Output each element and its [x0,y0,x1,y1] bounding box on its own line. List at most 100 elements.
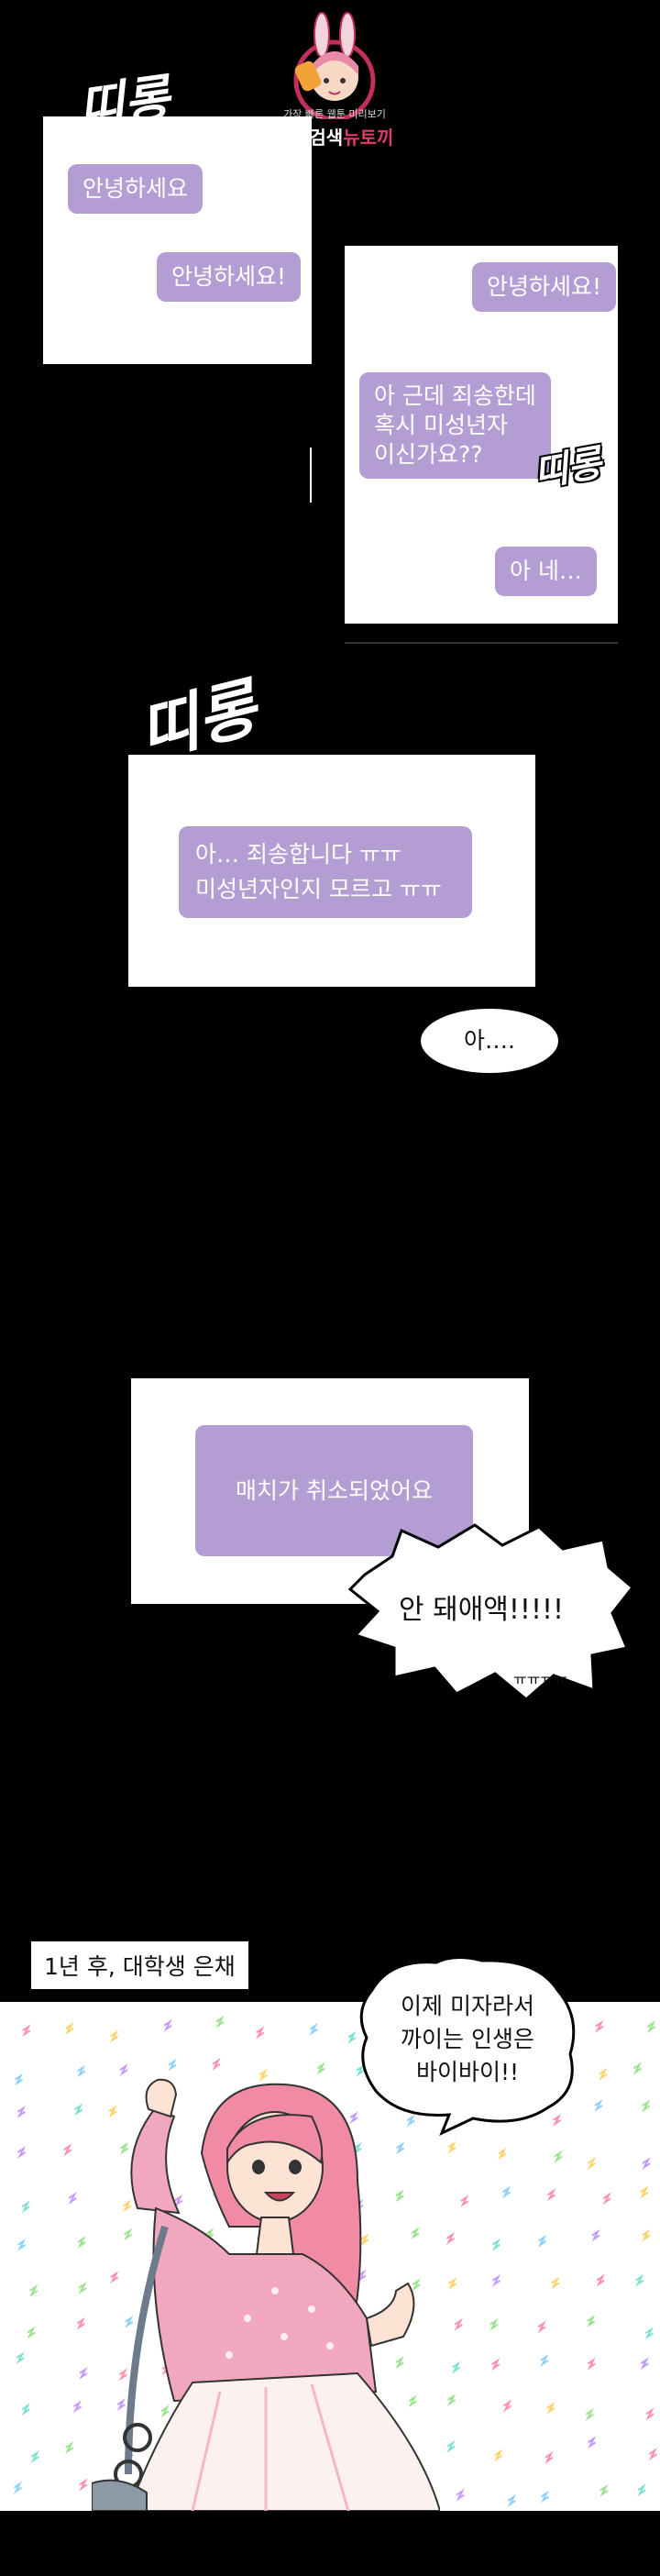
confetti-mark [17,2146,27,2159]
confetti-mark [316,2062,325,2075]
confetti-mark [168,2058,177,2072]
confetti-mark [554,2150,563,2163]
confetti-mark [452,2360,461,2374]
chat-panel-left: 안녕하세요 안녕하세요! [43,116,312,364]
confetti-mark [537,2320,546,2334]
confetti-mark [349,2111,358,2125]
apology-line-2: 미성년자인지 모르고 ㅠㅠ [195,876,442,902]
confetti-mark [79,2367,88,2380]
confetti-mark [22,2024,31,2038]
confetti-mark [29,2284,38,2297]
confetti-mark [491,2358,500,2371]
confetti-mark [494,2449,503,2462]
confetti-mark [502,2399,512,2413]
panel-border-line [345,642,618,644]
confetti-mark [602,2192,611,2206]
confetti-mark [160,2405,170,2418]
apology-line-1: 아… 죄송합니다 ㅠㅠ [195,841,402,868]
speech-bubble-spiky [359,1956,576,2136]
confetti-mark [108,2105,117,2118]
confetti-mark [79,2478,88,2492]
confetti-mark [460,2195,469,2208]
confetti-mark [16,2105,26,2118]
confetti-mark [358,2269,367,2283]
confetti-mark [501,2185,512,2199]
chat-bubble-question: 아 근데 죄송한데 혹시 미성년자 이신가요?? [359,372,551,479]
confetti-mark [63,2143,72,2157]
confetti-mark [16,2351,25,2364]
confetti-mark [163,2018,172,2032]
confetti-mark [212,2057,221,2071]
confetti-mark [353,2141,362,2155]
confetti-mark [587,2357,596,2371]
confetti-mark [448,2277,457,2291]
confetti-mark [594,2099,603,2112]
confetti-mark [646,2020,656,2033]
confetti-mark [587,2157,596,2170]
confetti-mark [17,2238,27,2251]
confetti-mark [110,2271,119,2284]
confetti-mark [77,2236,86,2249]
confetti-mark [215,2015,225,2029]
confetti-mark [21,2200,30,2214]
confetti-mark [412,2278,421,2292]
chat-bubble-apology: 아… 죄송합니다 ㅠㅠ 미성년자인지 모르고 ㅠㅠ [179,826,472,918]
confetti-mark [347,2030,357,2044]
confetti-mark [491,2238,501,2251]
confetti-mark [65,2021,74,2035]
confetti-mark [356,2063,365,2077]
confetti-mark [456,2488,465,2502]
confetti-mark [635,2273,644,2287]
speech-line-3: 바이바이!! [415,2059,520,2085]
confetti-mark [309,2022,318,2036]
confetti-mark [74,2103,83,2117]
confetti-mark [595,2019,604,2033]
confetti-mark [205,2228,214,2241]
panel-border-line [310,448,312,503]
confetti-mark [588,2436,597,2449]
chat-bubble-reply: 아 네… [495,547,597,596]
confetti-mark [546,2188,556,2202]
confetti-mark [596,2273,605,2287]
confetti-mark [77,2064,86,2078]
confetti-mark [637,2483,646,2497]
watermark-brand-text: 뉴토끼 [343,127,394,149]
confetti-mark [642,2157,651,2171]
confetti-mark [123,2199,132,2213]
confetti-mark [491,2273,501,2287]
confetti-mark [447,2140,456,2154]
confetti-mark [645,2407,654,2421]
confetti-mark [13,2481,22,2494]
confetti-mark [642,2228,651,2242]
speech-text-byebye: 이제 미자라서 까이는 인생은 바이바이!! [376,1990,559,2089]
confetti-mark [587,2315,596,2328]
confetti-mark [632,2062,643,2075]
confetti-mark [538,2234,547,2248]
confetti-mark [446,2439,456,2453]
confetti-mark [30,2450,39,2463]
confetti-mark [600,2483,609,2497]
confetti-mark [116,2398,126,2411]
confetti-mark [119,2141,129,2155]
confetti-mark [64,2441,74,2454]
confetti-mark [119,2063,128,2076]
confetti-mark [642,2099,651,2113]
confetti-mark [396,2141,405,2155]
confetti-mark [447,2394,456,2406]
confetti-mark [599,2067,608,2081]
chat-panel-apology: 아… 죄송합니다 ㅠㅠ 미성년자인지 모르고 ㅠㅠ [128,755,535,987]
chat-bubble-hello-2: 안녕하세요! [157,252,302,302]
confetti-mark [76,2316,85,2330]
confetti-mark [395,2356,404,2370]
shout-small-text: ㅠㅠㅠㅠ [513,1671,567,1688]
chat-bubble-hello-3: 안녕하세요! [472,262,617,312]
confetti-mark [591,2228,600,2242]
confetti-mark [640,2185,649,2199]
speech-line-1: 이제 미자라서 [401,1993,534,2019]
confetti-mark [411,2227,420,2240]
confetti-mark [551,2276,560,2290]
question-line-1: 아 근데 죄송한데 [374,382,536,409]
confetti-mark [27,2326,36,2339]
confetti-mark [507,2493,516,2507]
caption-box: 1년 후, 대학생 은채 [29,1940,250,1991]
